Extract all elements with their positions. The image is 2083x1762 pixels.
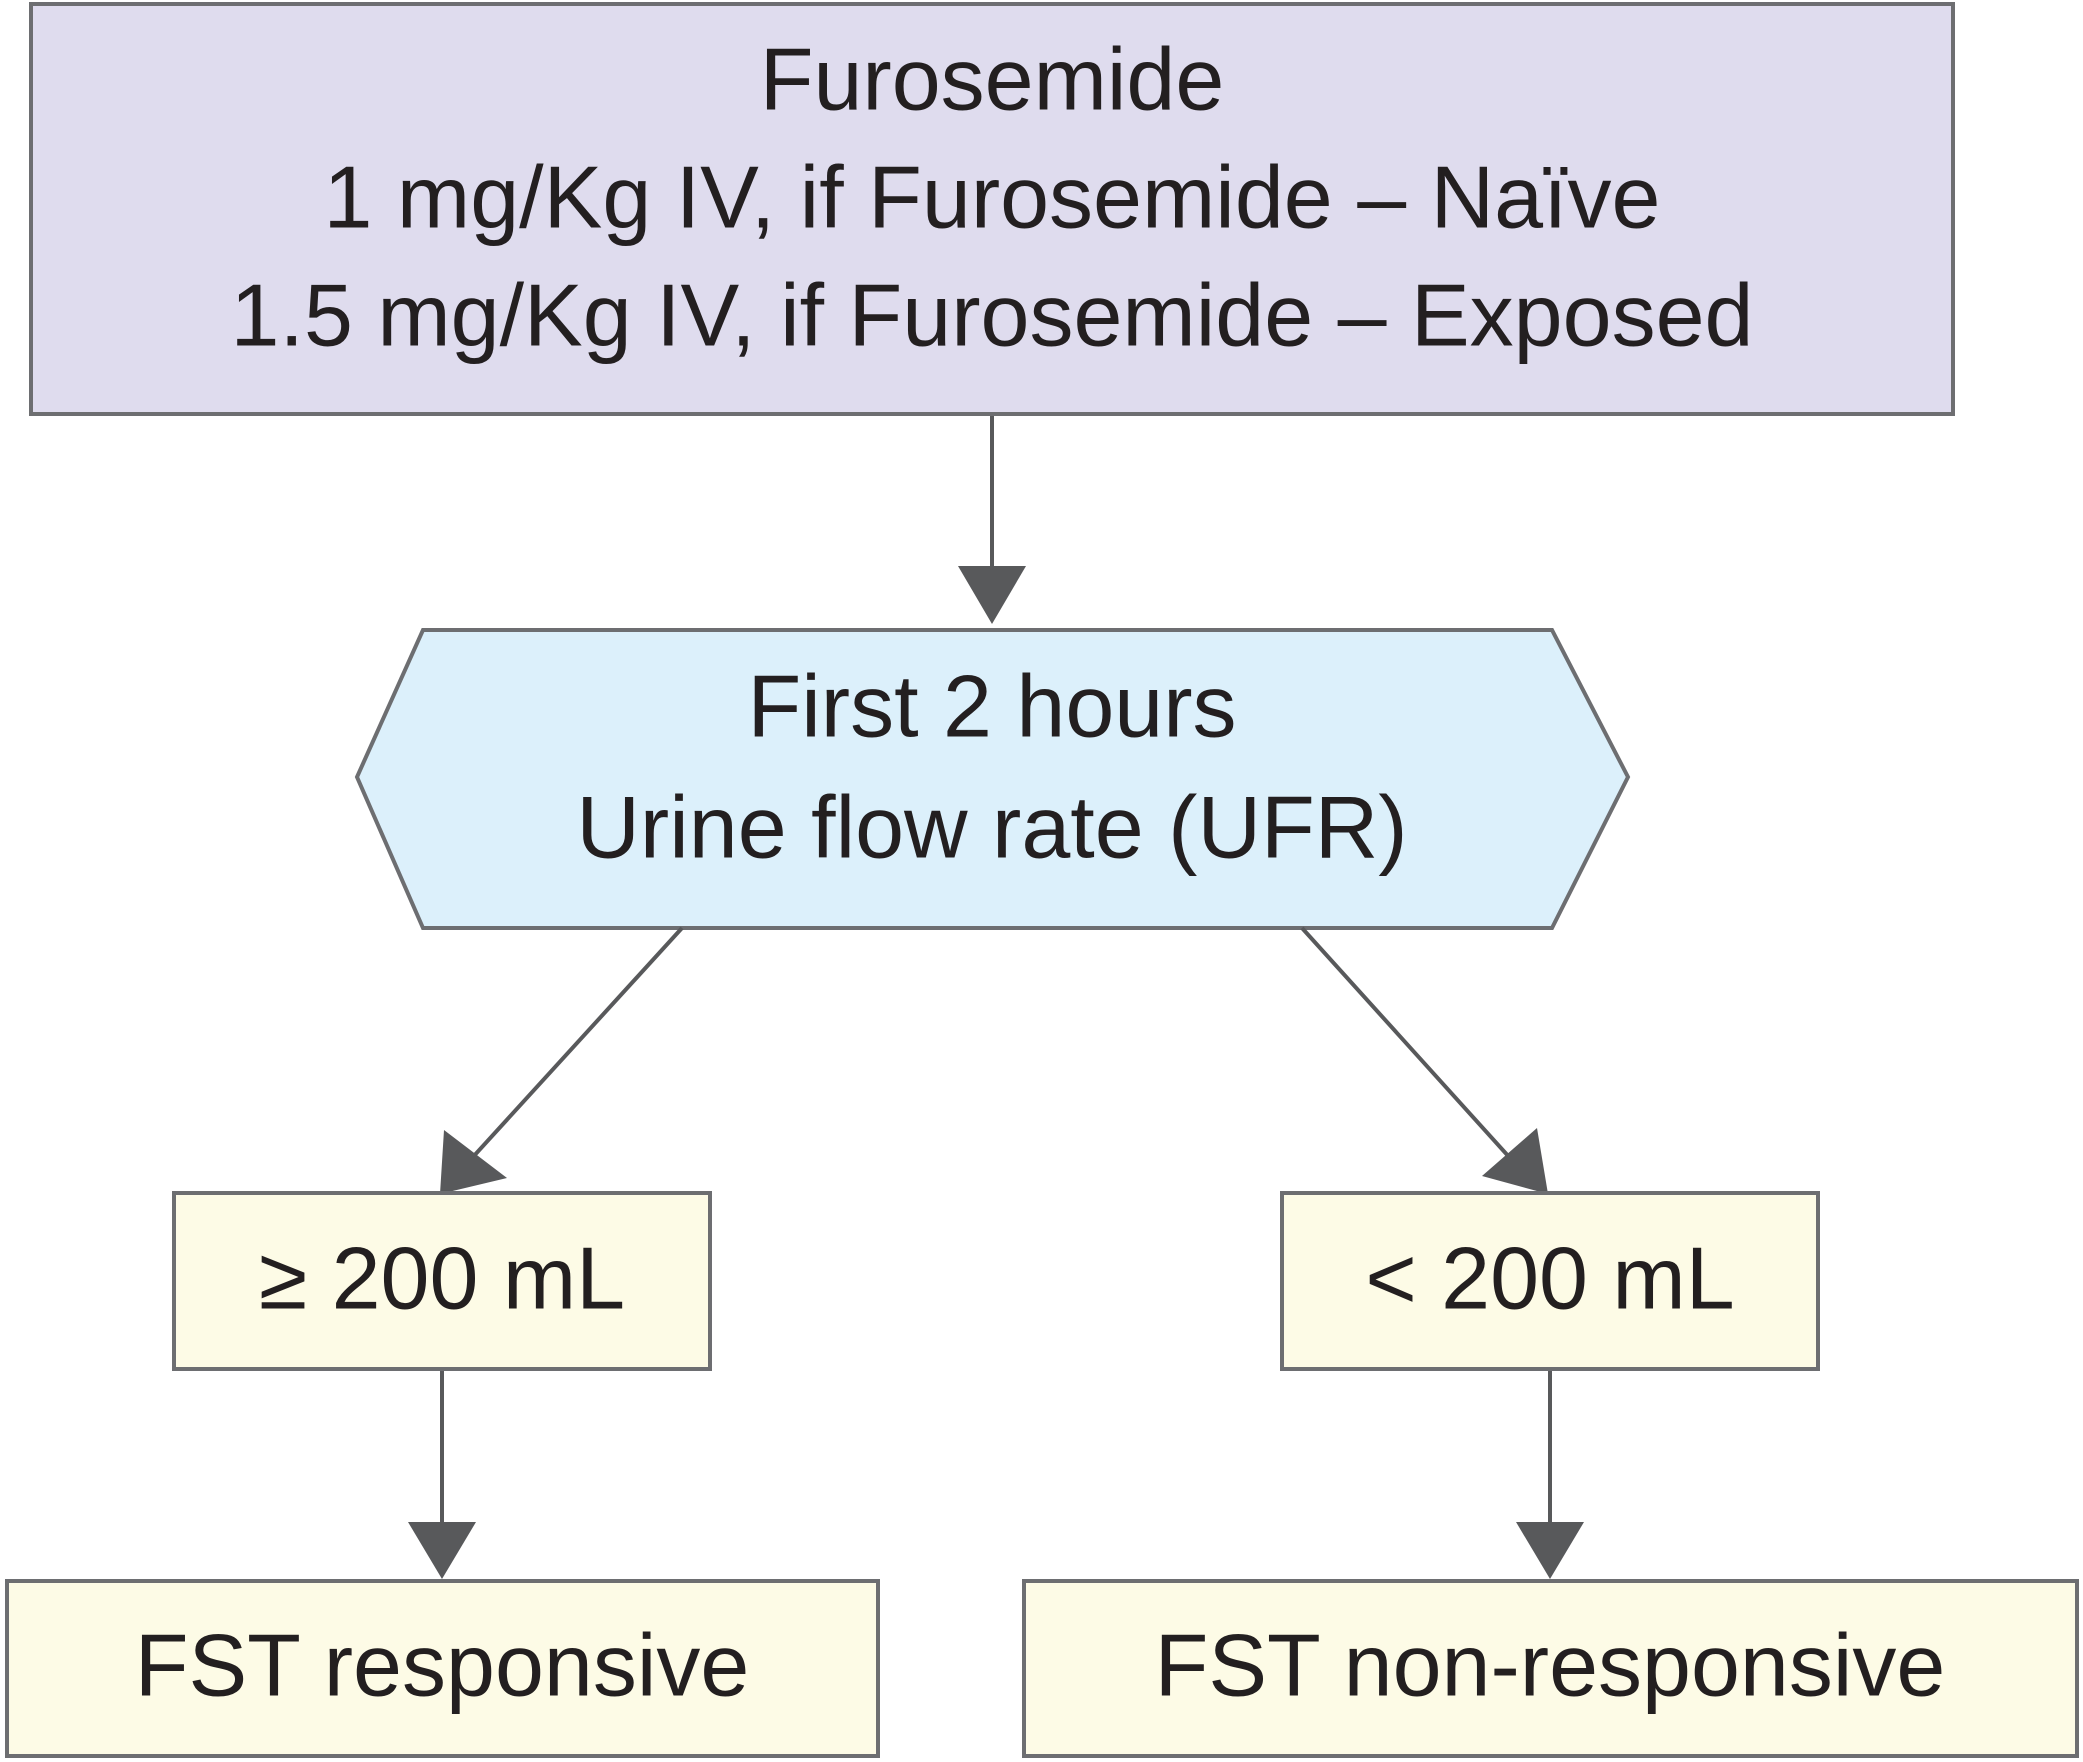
dose-box-exposed-dose: 1.5 mg/Kg IV, if Furosemide – Exposed [231,265,1754,364]
left-outcome-box: FST responsive [5,1579,880,1758]
decision-hexagon [354,628,1631,930]
arrow-left-threshold-to-outcome [408,1371,476,1579]
right-outcome-label: FST non-responsive [1155,1615,1946,1714]
left-outcome-label: FST responsive [135,1615,750,1714]
right-outcome-box: FST non-responsive [1022,1579,2079,1758]
right-threshold-box: < 200 mL [1280,1191,1820,1371]
dose-box-frame [29,2,1955,416]
dose-box-title: Furosemide [760,29,1225,128]
left-threshold-frame [172,1191,712,1371]
left-threshold-box: ≥ 200 mL [172,1191,712,1371]
left-outcome-frame [5,1579,880,1758]
arrow-right-threshold-to-outcome [1516,1371,1584,1579]
dose-box: Furosemide 1 mg/Kg IV, if Furosemide – N… [29,2,1955,416]
dose-box-naive-dose: 1 mg/Kg IV, if Furosemide – Naïve [324,147,1661,246]
arrow-dose-to-decision [958,416,1026,624]
right-threshold-label: < 200 mL [1365,1228,1734,1327]
right-threshold-frame [1280,1191,1820,1371]
decision-time-window: First 2 hours [747,656,1236,755]
decision-node: First 2 hours Urine flow rate (UFR) [354,628,1631,930]
right-outcome-frame [1022,1579,2079,1758]
decision-measure: Urine flow rate (UFR) [576,777,1407,876]
arrow-decision-to-left-threshold [440,926,684,1194]
left-threshold-label: ≥ 200 mL [259,1228,625,1327]
arrow-decision-to-right-threshold [1300,926,1548,1194]
